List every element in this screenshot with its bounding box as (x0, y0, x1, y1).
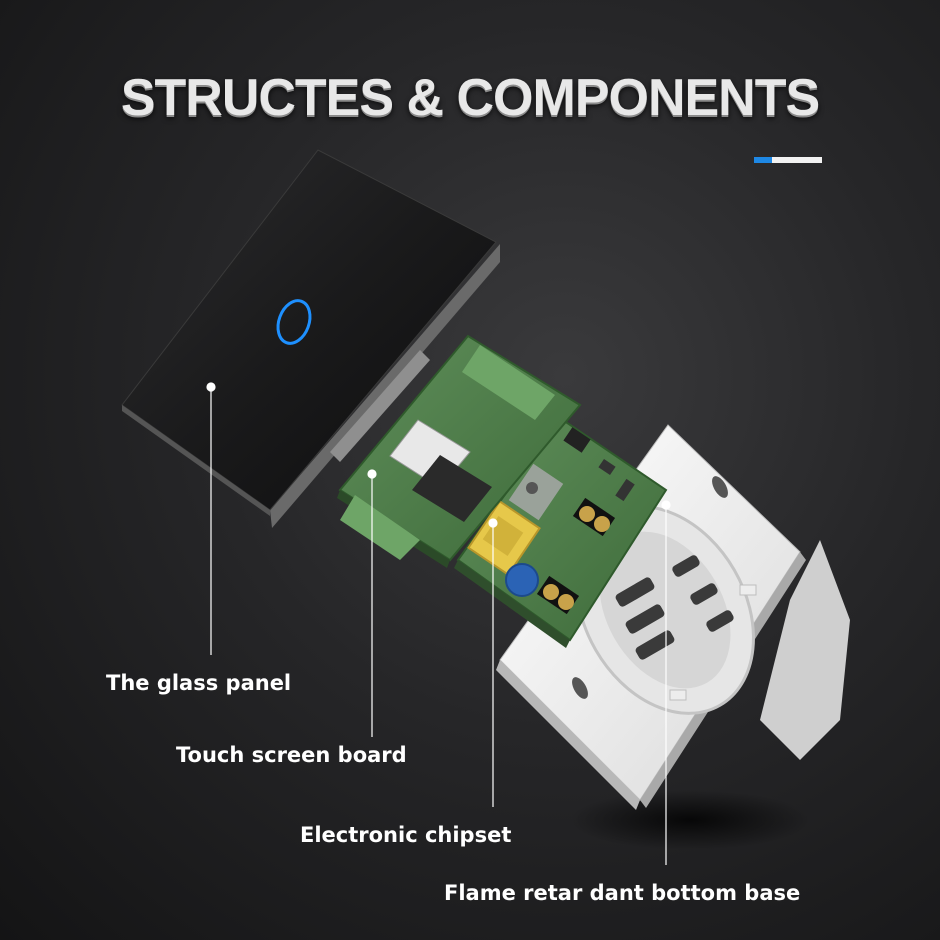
floor-shadow (570, 790, 810, 850)
label-bottom-base: Flame retar dant bottom base (444, 881, 801, 905)
label-electronic-chipset: Electronic chipset (300, 823, 512, 847)
chipset-leader-dot (488, 518, 498, 528)
touch-board-leader-dot (367, 469, 377, 479)
glass-panel-shape (121, 149, 500, 528)
glass-panel-leader-dot (206, 382, 216, 392)
accent-white-segment (772, 157, 822, 163)
chipset-board-shape (454, 416, 668, 648)
label-glass-panel: The glass panel (106, 671, 292, 695)
bottom-base-shape (496, 424, 850, 810)
page-title: STRUCTES & COMPONENTS (120, 69, 820, 127)
touch-board-shape (337, 334, 582, 568)
label-touch-screen-board: Touch screen board (176, 743, 407, 767)
accent-blue-segment (754, 157, 772, 163)
base-leader-dot (661, 500, 671, 510)
touch-indicator-ring (276, 299, 312, 345)
